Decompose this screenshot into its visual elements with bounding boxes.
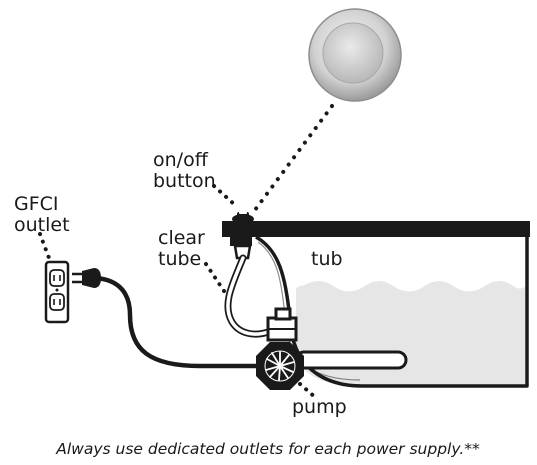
on-off-button-label-line1: on/off [153,149,209,171]
air-button-closeup [308,8,402,102]
tub-water [296,279,525,386]
outlet-callout-line [38,232,51,260]
clear-tube-label-line1: clear [158,227,205,249]
tub-waterline [301,278,526,292]
pressure-switch [266,307,298,342]
gfci-outlet-label-line2: outlet [14,214,70,236]
button-callout-line [250,104,334,216]
power-cord [93,275,261,369]
jet-pipe [294,350,408,370]
pump [256,342,304,390]
button-fitting [230,237,252,260]
power-plug [72,268,101,288]
footnote-caption: Always use dedicated outlets for each po… [55,440,480,458]
pump-label: pump [292,396,347,418]
button-label-callout-line [212,184,237,207]
on-off-button [232,210,254,224]
on-off-button-label-line2: button [153,170,216,192]
tub-label: tub [311,248,343,270]
pump-callout-line [298,382,318,400]
clear-tube-label-line2: tube [158,248,201,270]
gfci-outlet [44,260,70,324]
tub-rim [222,221,530,237]
tube-callout-line [204,262,228,296]
gfci-outlet-label-line1: GFCI [14,193,59,215]
